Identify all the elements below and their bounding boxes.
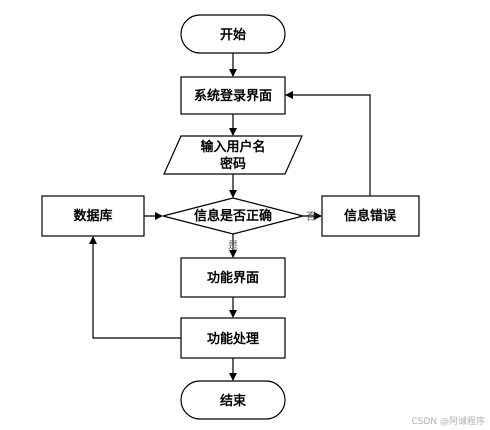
input-label-line1: 输入用户名 xyxy=(200,139,265,155)
arrow-error-to-login xyxy=(285,91,371,196)
start-label: 开始 xyxy=(220,27,246,43)
error-box xyxy=(321,195,420,237)
end-terminal xyxy=(180,380,286,420)
feature-ui-label: 功能界面 xyxy=(207,270,259,286)
feature-proc-label: 功能处理 xyxy=(207,331,259,347)
check-label: 信息是否正确 xyxy=(194,208,272,224)
login-ui-box xyxy=(180,76,286,115)
edge-label-yes: 是 xyxy=(228,240,238,252)
error-label: 信息错误 xyxy=(344,208,397,224)
input-label-line2: 密码 xyxy=(219,156,246,172)
edge-label-no: 否 xyxy=(306,211,316,223)
end-label: 结束 xyxy=(220,393,247,409)
input-parallelogram xyxy=(163,135,303,175)
arrow-proc-to-database xyxy=(89,236,181,339)
watermark: CSDN @阿诚程序 xyxy=(411,415,485,427)
database-label: 数据库 xyxy=(73,208,112,224)
feature-ui-box xyxy=(180,257,286,298)
database-box xyxy=(41,195,145,237)
login-ui-label: 系统登录界面 xyxy=(194,88,272,104)
